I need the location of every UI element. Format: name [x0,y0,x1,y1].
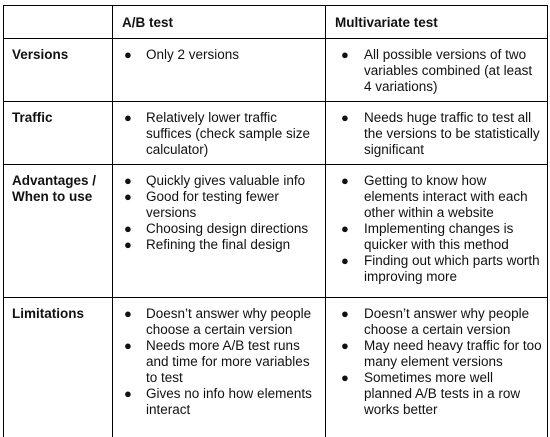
list-item-text: Refining the final design [146,237,291,252]
bullet-list: ● Relatively lower traffic suffices (chec… [113,102,325,164]
row-label: Versions [3,38,113,102]
bullet-list: ● Quickly gives valuable info ● Good for te… [113,165,325,259]
list-item: ● Relatively lower traffic suffices (chec… [113,110,321,158]
list-item-text: Relatively lower traffic suffices (check… [146,110,311,157]
list-item-text: Only 2 versions [146,47,240,62]
ab-test-cell: ● Relatively lower traffic suffices (chec… [112,101,326,165]
table-row-versions: Versions ● Only 2 versions ● All possible ve… [3,38,548,102]
bullet-icon: ● [124,47,132,62]
bullet-icon: ● [341,47,349,62]
list-item-text: Getting to know how elements interact wi… [364,173,528,220]
bullet-icon: ● [341,306,349,321]
multivariate-test-cell: ● All possible versions of two variables … [325,38,548,102]
list-item-text: Sometimes more well planned A/B tests in… [364,370,521,417]
bullet-list: ● Doesn’t answer why people choose a cert… [326,298,547,424]
bullet-icon: ● [124,189,132,204]
list-item-text: Needs huge traffic to test all the versi… [364,110,540,157]
list-item-text: May need heavy traffic for too many elem… [364,338,542,369]
list-item: ● Quickly gives valuable info [113,173,321,189]
row-label: Advantages / When to use [3,164,113,298]
bullet-icon: ● [124,221,132,236]
bullet-icon: ● [124,338,132,353]
multivariate-test-cell: ● Doesn’t answer why people choose a cert… [325,297,548,437]
list-item: ● All possible versions of two variables … [326,47,543,95]
ab-test-cell: ● Doesn’t answer why people choose a cert… [112,297,326,437]
bullet-list: ● All possible versions of two variables … [326,39,547,101]
bullet-icon: ● [124,386,132,401]
header-multivariate-test: Multivariate test [325,5,548,39]
list-item-text: Good for testing fewer versions [146,189,279,220]
list-item: ● Choosing design directions [113,221,321,237]
table-row-limitations: Limitations ● Doesn’t answer why people ch… [3,297,548,437]
bullet-icon: ● [341,173,349,188]
list-item: ● Finding out which parts worth improving… [326,253,543,285]
table-row-traffic: Traffic ● Relatively lower traffic suffice… [3,101,548,165]
bullet-icon: ● [341,221,349,236]
table-body: Versions ● Only 2 versions ● All possible ve… [3,38,548,437]
list-item: ● May need heavy traffic for too many ele… [326,338,543,370]
list-item: ● Refining the final design [113,237,321,253]
bullet-icon: ● [341,253,349,268]
list-item-text: Needs more A/B test runs and time for mo… [146,338,310,385]
list-item-text: Finding out which parts worth improving … [364,253,540,284]
list-item: ● Doesn’t answer why people choose a cert… [326,306,543,338]
list-item: ● Sometimes more well planned A/B tests i… [326,370,543,418]
list-item-text: Doesn’t answer why people choose a certa… [146,306,312,337]
bullet-list: ● Needs huge traffic to test all the vers… [326,102,547,164]
ab-test-cell: ● Quickly gives valuable info ● Good for te… [112,164,326,298]
row-label: Traffic [3,101,113,165]
list-item-text: Quickly gives valuable info [146,173,306,188]
multivariate-test-cell: ● Needs huge traffic to test all the vers… [325,101,548,165]
list-item-text: Choosing design directions [146,221,309,236]
ab-test-cell: ● Only 2 versions [112,38,326,102]
list-item: ● Getting to know how elements interact w… [326,173,543,221]
bullet-icon: ● [124,173,132,188]
list-item: ● Implementing changes is quicker with th… [326,221,543,253]
bullet-list: ● Doesn’t answer why people choose a cert… [113,298,325,424]
list-item-text: Implementing changes is quicker with thi… [364,221,514,252]
multivariate-test-cell: ● Getting to know how elements interact w… [325,164,548,298]
bullet-icon: ● [341,370,349,385]
header-empty-cell [3,5,113,39]
list-item: ● Doesn’t answer why people choose a cert… [113,306,321,338]
list-item-text: Gives no info how elements interact [146,386,312,417]
bullet-icon: ● [124,237,132,252]
list-item: ● Needs more A/B test runs and time for m… [113,338,321,386]
comparison-table: A/B test Multivariate test Versions ● Only… [3,5,548,437]
list-item-text: All possible versions of two variables c… [364,47,533,94]
list-item: ● Gives no info how elements interact [113,386,321,418]
list-item-text: Doesn’t answer why people choose a certa… [364,306,530,337]
bullet-icon: ● [341,338,349,353]
bullet-list: ● Getting to know how elements interact w… [326,165,547,291]
bullet-icon: ● [341,110,349,125]
bullet-icon: ● [124,110,132,125]
bullet-list: ● Only 2 versions [113,39,325,69]
list-item: ● Good for testing fewer versions [113,189,321,221]
header-ab-test: A/B test [112,5,326,39]
bullet-icon: ● [124,306,132,321]
row-label: Limitations [3,297,113,437]
header-row: A/B test Multivariate test [3,5,548,39]
table-row-advantages: Advantages / When to use ● Quickly gives v… [3,164,548,298]
list-item: ● Only 2 versions [113,47,321,63]
list-item: ● Needs huge traffic to test all the vers… [326,110,543,158]
